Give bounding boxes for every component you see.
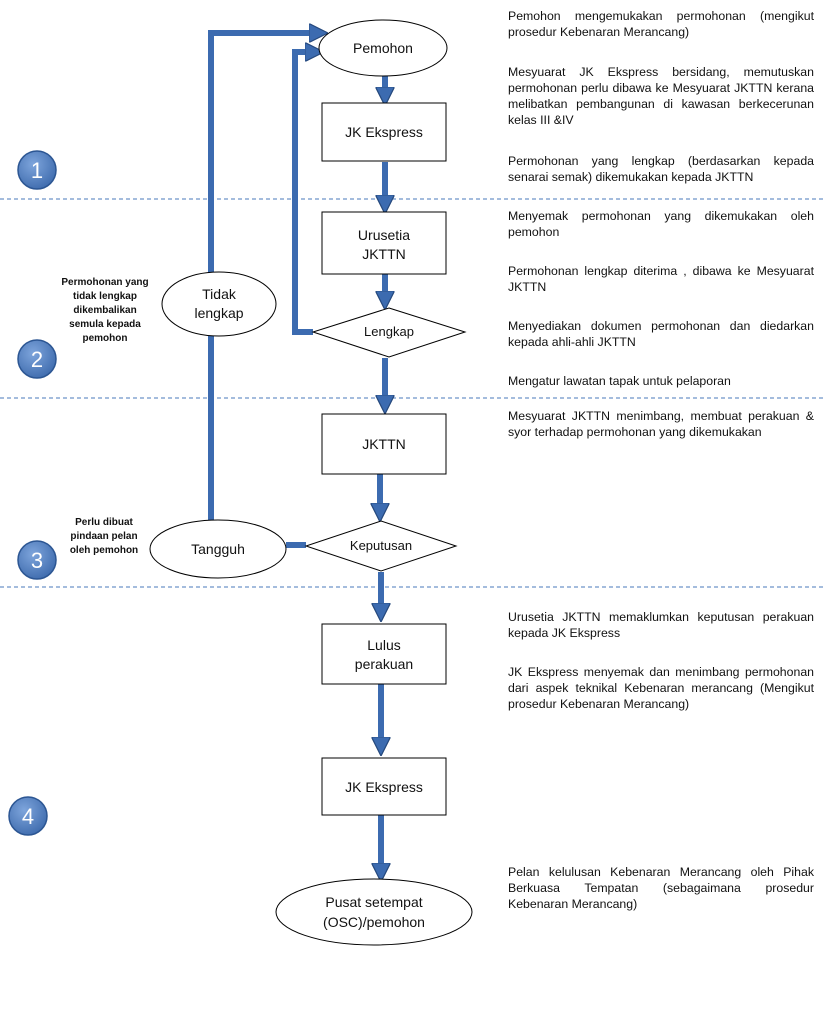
stage-badge-2-label: 2: [31, 347, 43, 372]
node-tidak-lengkap-line-1: Tidak: [202, 286, 237, 302]
node-urusetia-jkttn: Urusetia JKTTN: [321, 211, 447, 275]
node-urusetia-line-2: JKTTN: [362, 246, 406, 262]
arrow-lengkap-to-pemohon: [292, 52, 318, 335]
node-tidak-lengkap: Tidak lengkap: [161, 271, 277, 337]
node-tidak-lengkap-line-2: lengkap: [194, 305, 243, 321]
node-lengkap-label: Lengkap: [364, 324, 414, 339]
side-note-1-line-2: tidak lengkap: [73, 291, 137, 302]
node-keputusan: Keputusan: [304, 520, 458, 572]
description-10: JK Ekspress menyemak dan menimbang permo…: [508, 665, 814, 711]
description-3: Permohonan yang lengkap (berdasarkan kep…: [508, 154, 814, 184]
stage-badge-1-label: 1: [31, 158, 43, 183]
side-note-1-line-1: Permohonan yang: [61, 277, 148, 288]
side-note-1-line-5: pemohon: [83, 333, 128, 344]
side-note-tangguh: Perlu dibuat pindaan pelan oleh pemohon: [70, 517, 138, 556]
description-2: Mesyuarat JK Ekspress bersidang, memutus…: [508, 65, 814, 127]
node-pusat-setempat: Pusat setempat (OSC)/pemohon: [275, 878, 473, 946]
description-4: Menyemak permohonan yang dikemukakan ole…: [508, 209, 814, 239]
side-note-2-line-2: pindaan pelan: [70, 531, 137, 542]
node-urusetia-line-1: Urusetia: [358, 227, 410, 243]
side-note-2-line-3: oleh pemohon: [70, 545, 138, 556]
description-7: Mengatur lawatan tapak untuk pelaporan: [508, 374, 731, 388]
description-6: Menyediakan dokumen permohonan dan dieda…: [508, 319, 814, 349]
node-lulus-line-2: perakuan: [355, 656, 413, 672]
description-8: Mesyuarat JKTTN menimbang, membuat perak…: [508, 409, 814, 439]
stage-badge-3-label: 3: [31, 548, 43, 573]
stage-badge-1: 1: [17, 150, 57, 190]
description-5: Permohonan lengkap diterima , dibawa ke …: [508, 264, 814, 294]
node-jk-ekspress-2-label: JK Ekspress: [345, 779, 423, 795]
stage-badge-2: 2: [17, 339, 57, 379]
stage-badge-4: 4: [8, 796, 48, 836]
node-lengkap: Lengkap: [311, 307, 467, 358]
node-jkttn: JKTTN: [321, 413, 447, 475]
node-jkttn-label: JKTTN: [362, 436, 406, 452]
description-1: Pemohon mengemukakan permohonan (mengiku…: [508, 9, 814, 39]
node-pusat-line-2: (OSC)/pemohon: [323, 914, 425, 930]
node-tangguh-label: Tangguh: [191, 541, 245, 557]
node-pemohon-label: Pemohon: [353, 40, 413, 56]
node-jk-ekspress-1-label: JK Ekspress: [345, 124, 423, 140]
side-note-1-line-3: dikembalikan: [73, 305, 136, 316]
node-jk-ekspress-1: JK Ekspress: [321, 102, 447, 162]
node-keputusan-label: Keputusan: [350, 538, 412, 553]
node-pemohon: Pemohon: [318, 19, 448, 77]
description-11: Pelan kelulusan Kebenaran Merancang oleh…: [508, 865, 814, 911]
node-pusat-line-1: Pusat setempat: [325, 894, 422, 910]
side-note-tidak-lengkap: Permohonan yang tidak lengkap dikembalik…: [61, 277, 148, 344]
side-note-1-line-4: semula kepada: [69, 319, 141, 330]
stage-badge-3: 3: [17, 540, 57, 580]
description-9: Urusetia JKTTN memaklumkan keputusan per…: [508, 610, 814, 640]
connectors: [208, 33, 385, 876]
node-lulus-perakuan: Lulus perakuan: [321, 623, 447, 685]
side-note-2-line-1: Perlu dibuat: [75, 517, 133, 528]
node-tangguh: Tangguh: [149, 519, 287, 579]
node-jk-ekspress-2: JK Ekspress: [321, 757, 447, 816]
stage-badge-4-label: 4: [22, 804, 34, 829]
node-lulus-line-1: Lulus: [367, 637, 400, 653]
